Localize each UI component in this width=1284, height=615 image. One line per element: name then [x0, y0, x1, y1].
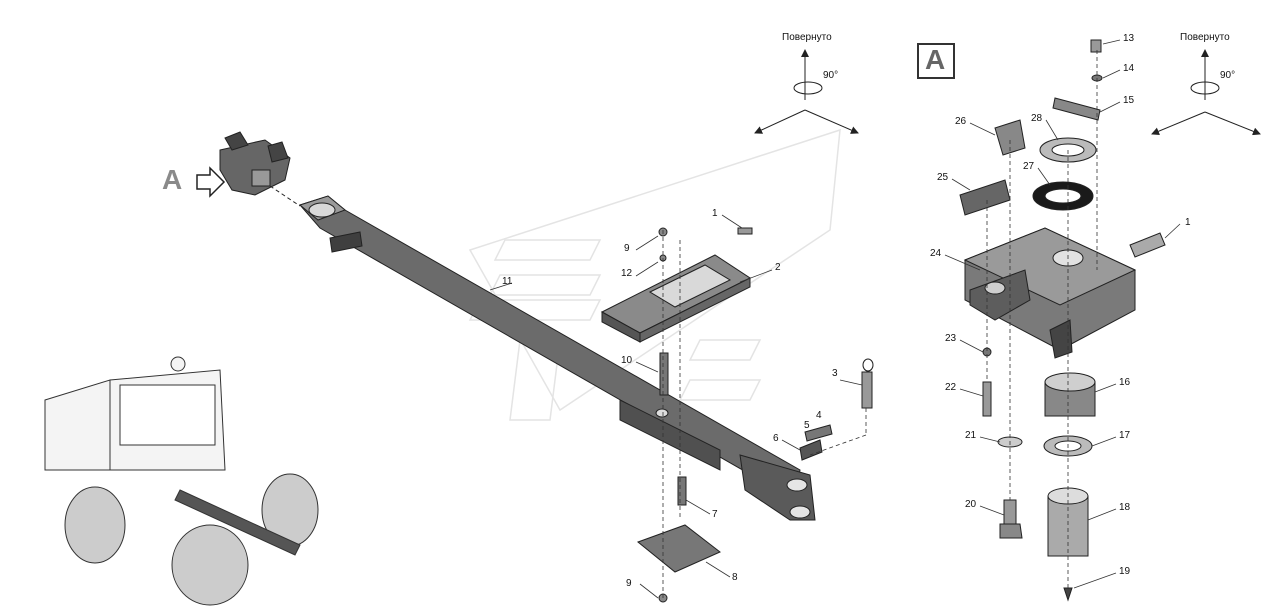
- tractor-illustration: [44, 356, 319, 606]
- callout-3: 3: [832, 368, 838, 379]
- callout-11: 11: [502, 276, 513, 287]
- callout-1-right: 1: [1185, 217, 1191, 228]
- rotation-angle-left: 90°: [823, 70, 839, 81]
- rotation-symbol-right: [1151, 49, 1261, 136]
- plate-part-2: [600, 254, 752, 343]
- callout-8: 8: [732, 572, 738, 583]
- callout-10: 10: [621, 355, 633, 366]
- callout-22: 22: [945, 382, 957, 393]
- callout-12: 12: [621, 268, 633, 279]
- callout-5: 5: [804, 420, 810, 431]
- watermark-logo: [468, 128, 841, 421]
- view-a-frame: [917, 43, 955, 79]
- assembly-lines-right: [986, 50, 1098, 590]
- callout-14: 14: [1123, 63, 1135, 74]
- callout-1: 1: [712, 208, 718, 219]
- callout-2: 2: [775, 262, 781, 273]
- view-a-marker-left: A: [162, 164, 183, 195]
- coupling-housing-part-24: [963, 227, 1137, 359]
- callout-16: 16: [1119, 377, 1131, 388]
- drawbar-part-11: [298, 195, 816, 521]
- callout-7: 7: [712, 509, 718, 520]
- callout-15: 15: [1123, 95, 1135, 106]
- assembly-lines-left: [662, 230, 867, 598]
- callout-6: 6: [773, 433, 779, 444]
- callout-9-top: 9: [624, 243, 630, 254]
- callout-9-bottom: 9: [626, 578, 632, 589]
- callout-21: 21: [965, 430, 977, 441]
- rotation-caption-right: Повернуто: [1180, 32, 1230, 43]
- view-a-arrow-icon: [196, 166, 226, 198]
- callout-17: 17: [1119, 430, 1131, 441]
- rotation-symbol-left: [754, 49, 859, 134]
- callout-27: 27: [1023, 161, 1035, 172]
- callout-18: 18: [1119, 502, 1131, 513]
- callout-13: 13: [1123, 33, 1135, 44]
- callout-26: 26: [955, 116, 967, 127]
- callout-28: 28: [1031, 113, 1043, 124]
- view-a-marker-right: A: [925, 44, 946, 75]
- rotation-caption-left: Повернуто: [782, 32, 832, 43]
- callout-19: 19: [1119, 566, 1131, 577]
- callout-23: 23: [945, 333, 957, 344]
- callout-24: 24: [930, 248, 942, 259]
- parts-right-stack: [959, 39, 1166, 602]
- hitch-assembly-small: [219, 131, 301, 207]
- rotation-angle-right: 90°: [1220, 70, 1236, 81]
- callout-20: 20: [965, 499, 977, 510]
- callout-4: 4: [816, 410, 822, 421]
- callout-25: 25: [937, 172, 949, 183]
